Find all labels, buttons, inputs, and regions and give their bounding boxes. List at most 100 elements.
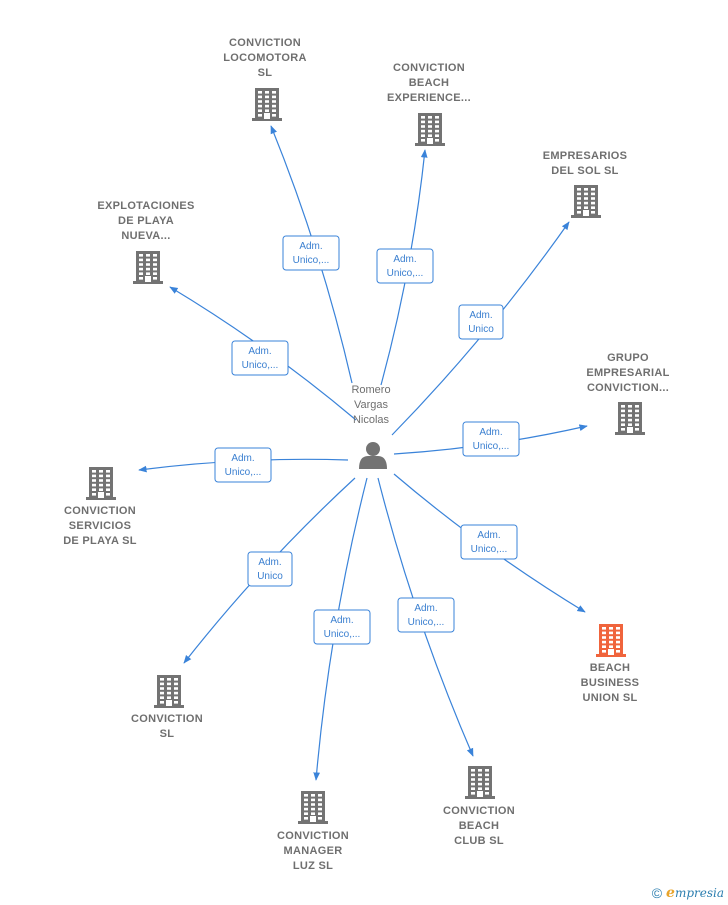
company-name-line: SL — [258, 67, 273, 79]
edge-manager-luz: Adm.Unico,... — [313, 477, 371, 781]
company-name-line: MANAGER — [284, 845, 343, 857]
company-name-line: EXPERIENCE... — [387, 92, 471, 104]
person-icon — [359, 442, 387, 469]
company-name-line: DE PLAYA SL — [63, 535, 137, 547]
node-empresarios-sol[interactable]: EMPRESARIOS DEL SOL SL — [543, 150, 628, 218]
role-text: Adm. — [469, 310, 492, 321]
building-icon — [86, 467, 116, 500]
company-name-line: CONVICTION — [277, 830, 349, 842]
role-text: Unico — [257, 571, 283, 582]
company-name-line: SERVICIOS — [69, 520, 131, 532]
role-text: Adm. — [231, 453, 254, 464]
edge-explotaciones-playa: Adm. Unico,... — [169, 286, 357, 421]
building-icon — [298, 791, 328, 824]
edge-servicios-playa: Adm. Unico,... — [138, 447, 349, 483]
role-text: Adm. — [393, 254, 416, 265]
empresia-logo: empresia — [666, 885, 724, 901]
edge-beach-club: Adm. Unico,... — [377, 477, 474, 757]
role-box — [460, 524, 518, 560]
node-locomotora[interactable]: CONVICTION LOCOMOTORA SL — [223, 37, 306, 121]
node-beach-business-union[interactable]: BEACH BUSINESS UNION SL — [581, 624, 640, 704]
building-icon — [252, 88, 282, 121]
company-name-line: EMPRESARIOS — [543, 150, 628, 162]
role-box — [313, 609, 371, 645]
role-box — [462, 421, 520, 457]
role-text: Adm. — [414, 603, 437, 614]
node-explotaciones-playa[interactable]: EXPLOTACIONES DE PLAYA NUEVA... — [97, 200, 194, 284]
company-name-line: DEL SOL SL — [551, 165, 618, 177]
building-icon — [154, 675, 184, 708]
edge-role-label[interactable]: Adm. Unico,... — [376, 248, 434, 284]
building-icon — [596, 624, 626, 657]
company-name-line: CONVICTION... — [587, 382, 669, 394]
edge-conviction-sl: Adm. Unico — [183, 477, 356, 664]
company-name-line: EXPLOTACIONES — [97, 200, 194, 212]
node-beach-experience[interactable]: CONVICTION BEACH EXPERIENCE... — [387, 62, 471, 146]
role-text: Adm. — [479, 427, 502, 438]
company-name-line: LUZ SL — [293, 860, 333, 872]
building-icon — [133, 251, 163, 284]
role-box — [397, 597, 455, 633]
role-text: Adm. — [258, 557, 281, 568]
company-name-line: UNION SL — [583, 692, 638, 704]
role-box — [282, 235, 340, 271]
role-box — [231, 340, 289, 376]
building-icon — [571, 185, 601, 218]
role-text: Unico — [468, 324, 494, 335]
role-text: Unico,... — [242, 360, 279, 371]
nodes-layer: RomeroVargasNicolasCONVICTIONLOCOMOTORAS… — [63, 37, 669, 872]
company-name-line: BUSINESS — [581, 677, 640, 689]
company-name-line: CONVICTION — [229, 37, 301, 49]
company-name-line: BEACH — [590, 662, 631, 674]
edge-role-label[interactable]: Adm. Unico — [458, 304, 504, 340]
edge-role-label[interactable]: Adm. Unico,... — [214, 447, 272, 483]
company-name-line: NUEVA... — [121, 230, 170, 242]
role-text: Unico,... — [324, 629, 361, 640]
company-name-line: CONVICTION — [64, 505, 136, 517]
company-name-line: CONVICTION — [443, 805, 515, 817]
company-name-line: CONVICTION — [393, 62, 465, 74]
person-name-line: Nicolas — [353, 414, 390, 426]
role-box — [214, 447, 272, 483]
building-icon — [465, 766, 495, 799]
edge-role-label[interactable]: Adm.Unico,... — [462, 421, 520, 457]
person-name-line: Romero — [351, 384, 390, 396]
person-name-line: Vargas — [354, 399, 389, 411]
edge-role-label[interactable]: Adm. Unico — [247, 551, 293, 587]
role-text: Adm. — [299, 241, 322, 252]
company-name-line: DE PLAYA — [118, 215, 174, 227]
edge-beach-business-union: Adm. Unico,... — [393, 473, 586, 613]
node-servicios-playa[interactable]: CONVICTION SERVICIOS DE PLAYA SL — [63, 467, 137, 547]
building-icon — [615, 402, 645, 435]
company-name-line: BEACH — [459, 820, 500, 832]
role-box — [458, 304, 504, 340]
building-icon — [415, 113, 445, 146]
edge-locomotora: Adm. Unico,... — [270, 125, 353, 384]
edge-role-label[interactable]: Adm. Unico,... — [460, 524, 518, 560]
role-text: Unico,... — [293, 255, 330, 266]
company-name-line: LOCOMOTORA — [223, 52, 306, 64]
role-text: Unico,... — [408, 617, 445, 628]
role-text: Unico,... — [471, 544, 508, 555]
company-name-line: GRUPO — [607, 352, 649, 364]
role-box — [376, 248, 434, 284]
role-text: Adm. — [477, 530, 500, 541]
node-grupo-empresarial[interactable]: GRUPOEMPRESARIALCONVICTION... — [586, 352, 669, 435]
edges-layer: Adm.Unico,...Adm.Unico,...Adm.UnicoAdm.U… — [138, 125, 588, 781]
footer-brand[interactable]: © empresia — [652, 885, 724, 901]
role-text: Adm. — [248, 346, 271, 357]
edge-role-label[interactable]: Adm.Unico,... — [313, 609, 371, 645]
node-manager-luz[interactable]: CONVICTION MANAGER LUZ SL — [277, 791, 349, 872]
edge-grupo-empresarial: Adm.Unico,... — [393, 421, 588, 457]
edge-role-label[interactable]: Adm. Unico,... — [397, 597, 455, 633]
company-name-line: SL — [160, 728, 175, 740]
edge-role-label[interactable]: Adm. Unico,... — [282, 235, 340, 271]
role-text: Unico,... — [225, 467, 262, 478]
company-name-line: BEACH — [409, 77, 450, 89]
role-text: Unico,... — [387, 268, 424, 279]
edge-role-label[interactable]: Adm. Unico,... — [231, 340, 289, 376]
role-box — [247, 551, 293, 587]
